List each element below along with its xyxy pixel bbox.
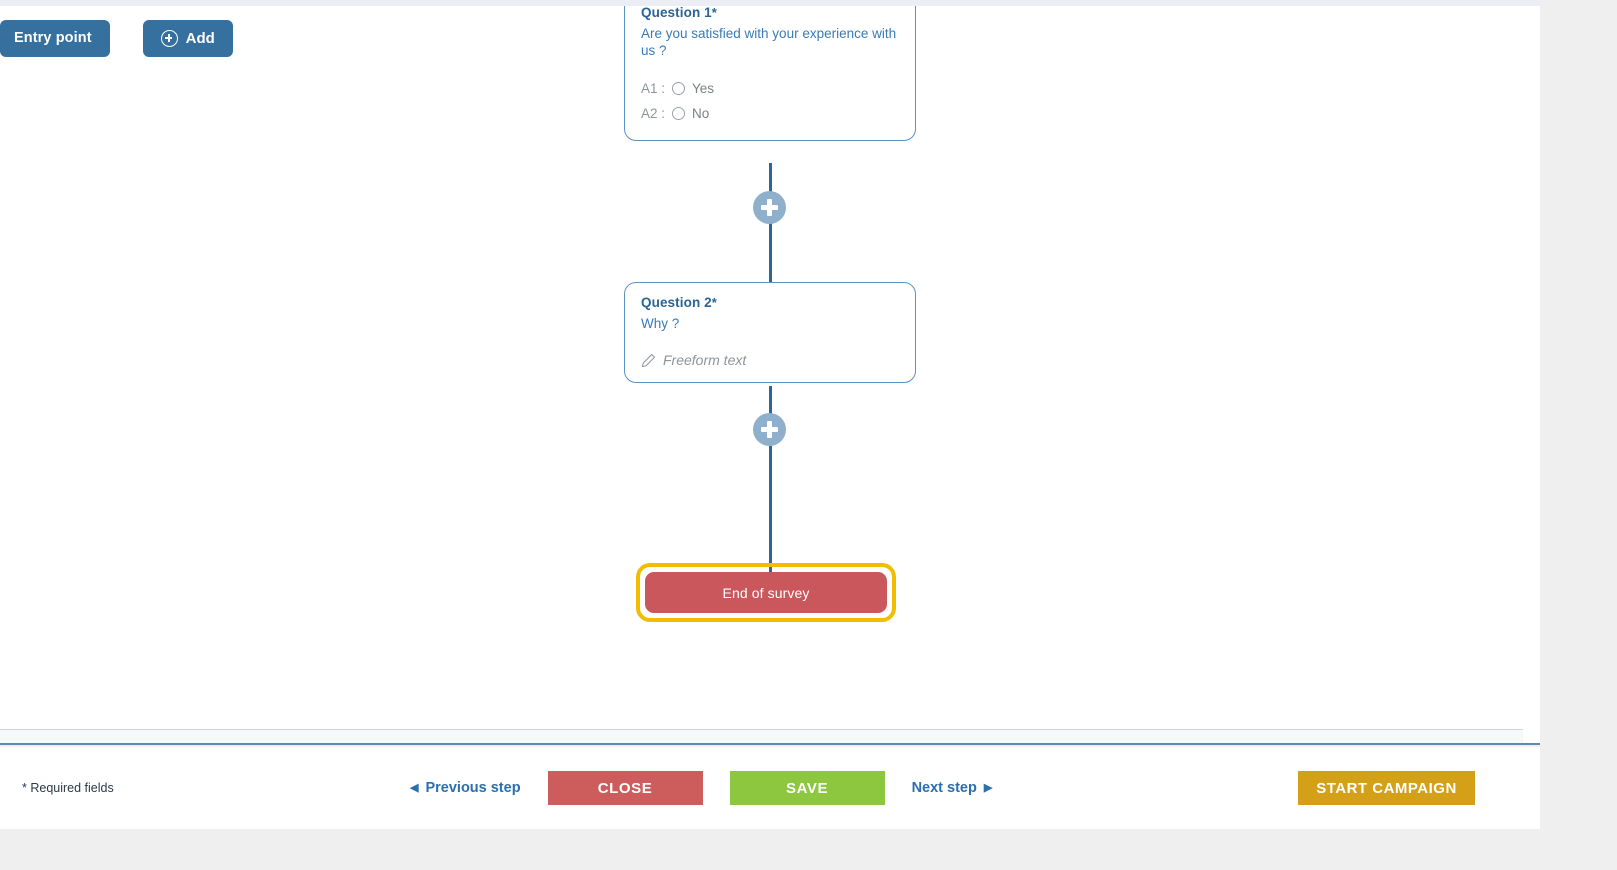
answer-row-a2[interactable]: A2 : No xyxy=(641,101,899,126)
question-1-title: Question 1* xyxy=(641,6,717,20)
question-1-answers: A1 : Yes A2 : No xyxy=(641,76,899,126)
radio-icon-a1[interactable] xyxy=(672,82,686,95)
connector-q2-to-add2 xyxy=(769,386,772,414)
flow-diagram: Question 1* Are you satisfied with your … xyxy=(0,6,1540,729)
top-strip xyxy=(0,0,1540,6)
flow-canvas: Entry point Add Question 1* Are you sati… xyxy=(0,6,1540,729)
entry-point-button[interactable]: Entry point xyxy=(0,20,110,57)
next-step-link[interactable]: Next step ▶ xyxy=(912,780,993,796)
add-button-label: Add xyxy=(185,30,215,47)
connector-q1-to-add1 xyxy=(769,163,772,193)
arrow-left-icon: ◀ xyxy=(410,781,419,794)
next-step-label: Next step xyxy=(911,780,977,796)
add-button[interactable]: Add xyxy=(142,20,233,57)
add-step-node-2[interactable] xyxy=(753,413,786,446)
question-2-freeform: Freeform text xyxy=(641,352,899,368)
question-card-2[interactable]: Question 2* Why ? Freeform text xyxy=(624,282,916,383)
previous-step-link[interactable]: ◀ Previous step xyxy=(410,780,521,796)
question-card-1[interactable]: Question 1* Are you satisfied with your … xyxy=(624,6,916,141)
question-2-title: Question 2* xyxy=(641,295,717,310)
question-1-text: Are you satisfied with your experience w… xyxy=(641,26,897,58)
end-of-survey-node-selected[interactable]: End of survey xyxy=(636,563,896,622)
answer-2-label: No xyxy=(692,106,710,121)
save-button[interactable]: SAVE xyxy=(729,771,885,805)
answer-1-label: Yes xyxy=(692,81,715,96)
answer-2-key: A2 : xyxy=(641,106,666,121)
pencil-icon xyxy=(641,353,656,367)
close-button[interactable]: CLOSE xyxy=(547,771,703,805)
page-right-margin xyxy=(1540,0,1617,829)
footer-toolbar: * Required fields ◀ Previous step CLOSE … xyxy=(0,747,1540,829)
start-campaign-button[interactable]: START CAMPAIGN xyxy=(1298,771,1475,805)
required-fields-note: * Required fields xyxy=(22,781,114,795)
answer-1-key: A1 : xyxy=(641,81,666,96)
radio-icon-a2[interactable] xyxy=(672,107,686,120)
connector-add2-to-end xyxy=(769,446,772,574)
canvas-toolbar: Entry point Add xyxy=(0,20,233,57)
add-step-node-1[interactable] xyxy=(753,191,786,224)
previous-step-label: Previous step xyxy=(425,780,521,796)
page-bottom-margin xyxy=(0,829,1617,870)
end-of-survey-button[interactable]: End of survey xyxy=(645,572,887,613)
circle-plus-icon xyxy=(160,30,178,47)
freeform-label: Freeform text xyxy=(663,352,747,368)
footer-actions: ◀ Previous step CLOSE SAVE Next step ▶ xyxy=(410,771,992,805)
scrollbar-corner xyxy=(1523,729,1540,745)
horizontal-scrollbar[interactable] xyxy=(0,729,1523,745)
arrow-right-icon: ▶ xyxy=(983,781,993,794)
connector-add1-to-q2 xyxy=(769,222,772,282)
answer-row-a1[interactable]: A1 : Yes xyxy=(641,76,899,101)
question-2-text: Why ? xyxy=(641,316,680,331)
